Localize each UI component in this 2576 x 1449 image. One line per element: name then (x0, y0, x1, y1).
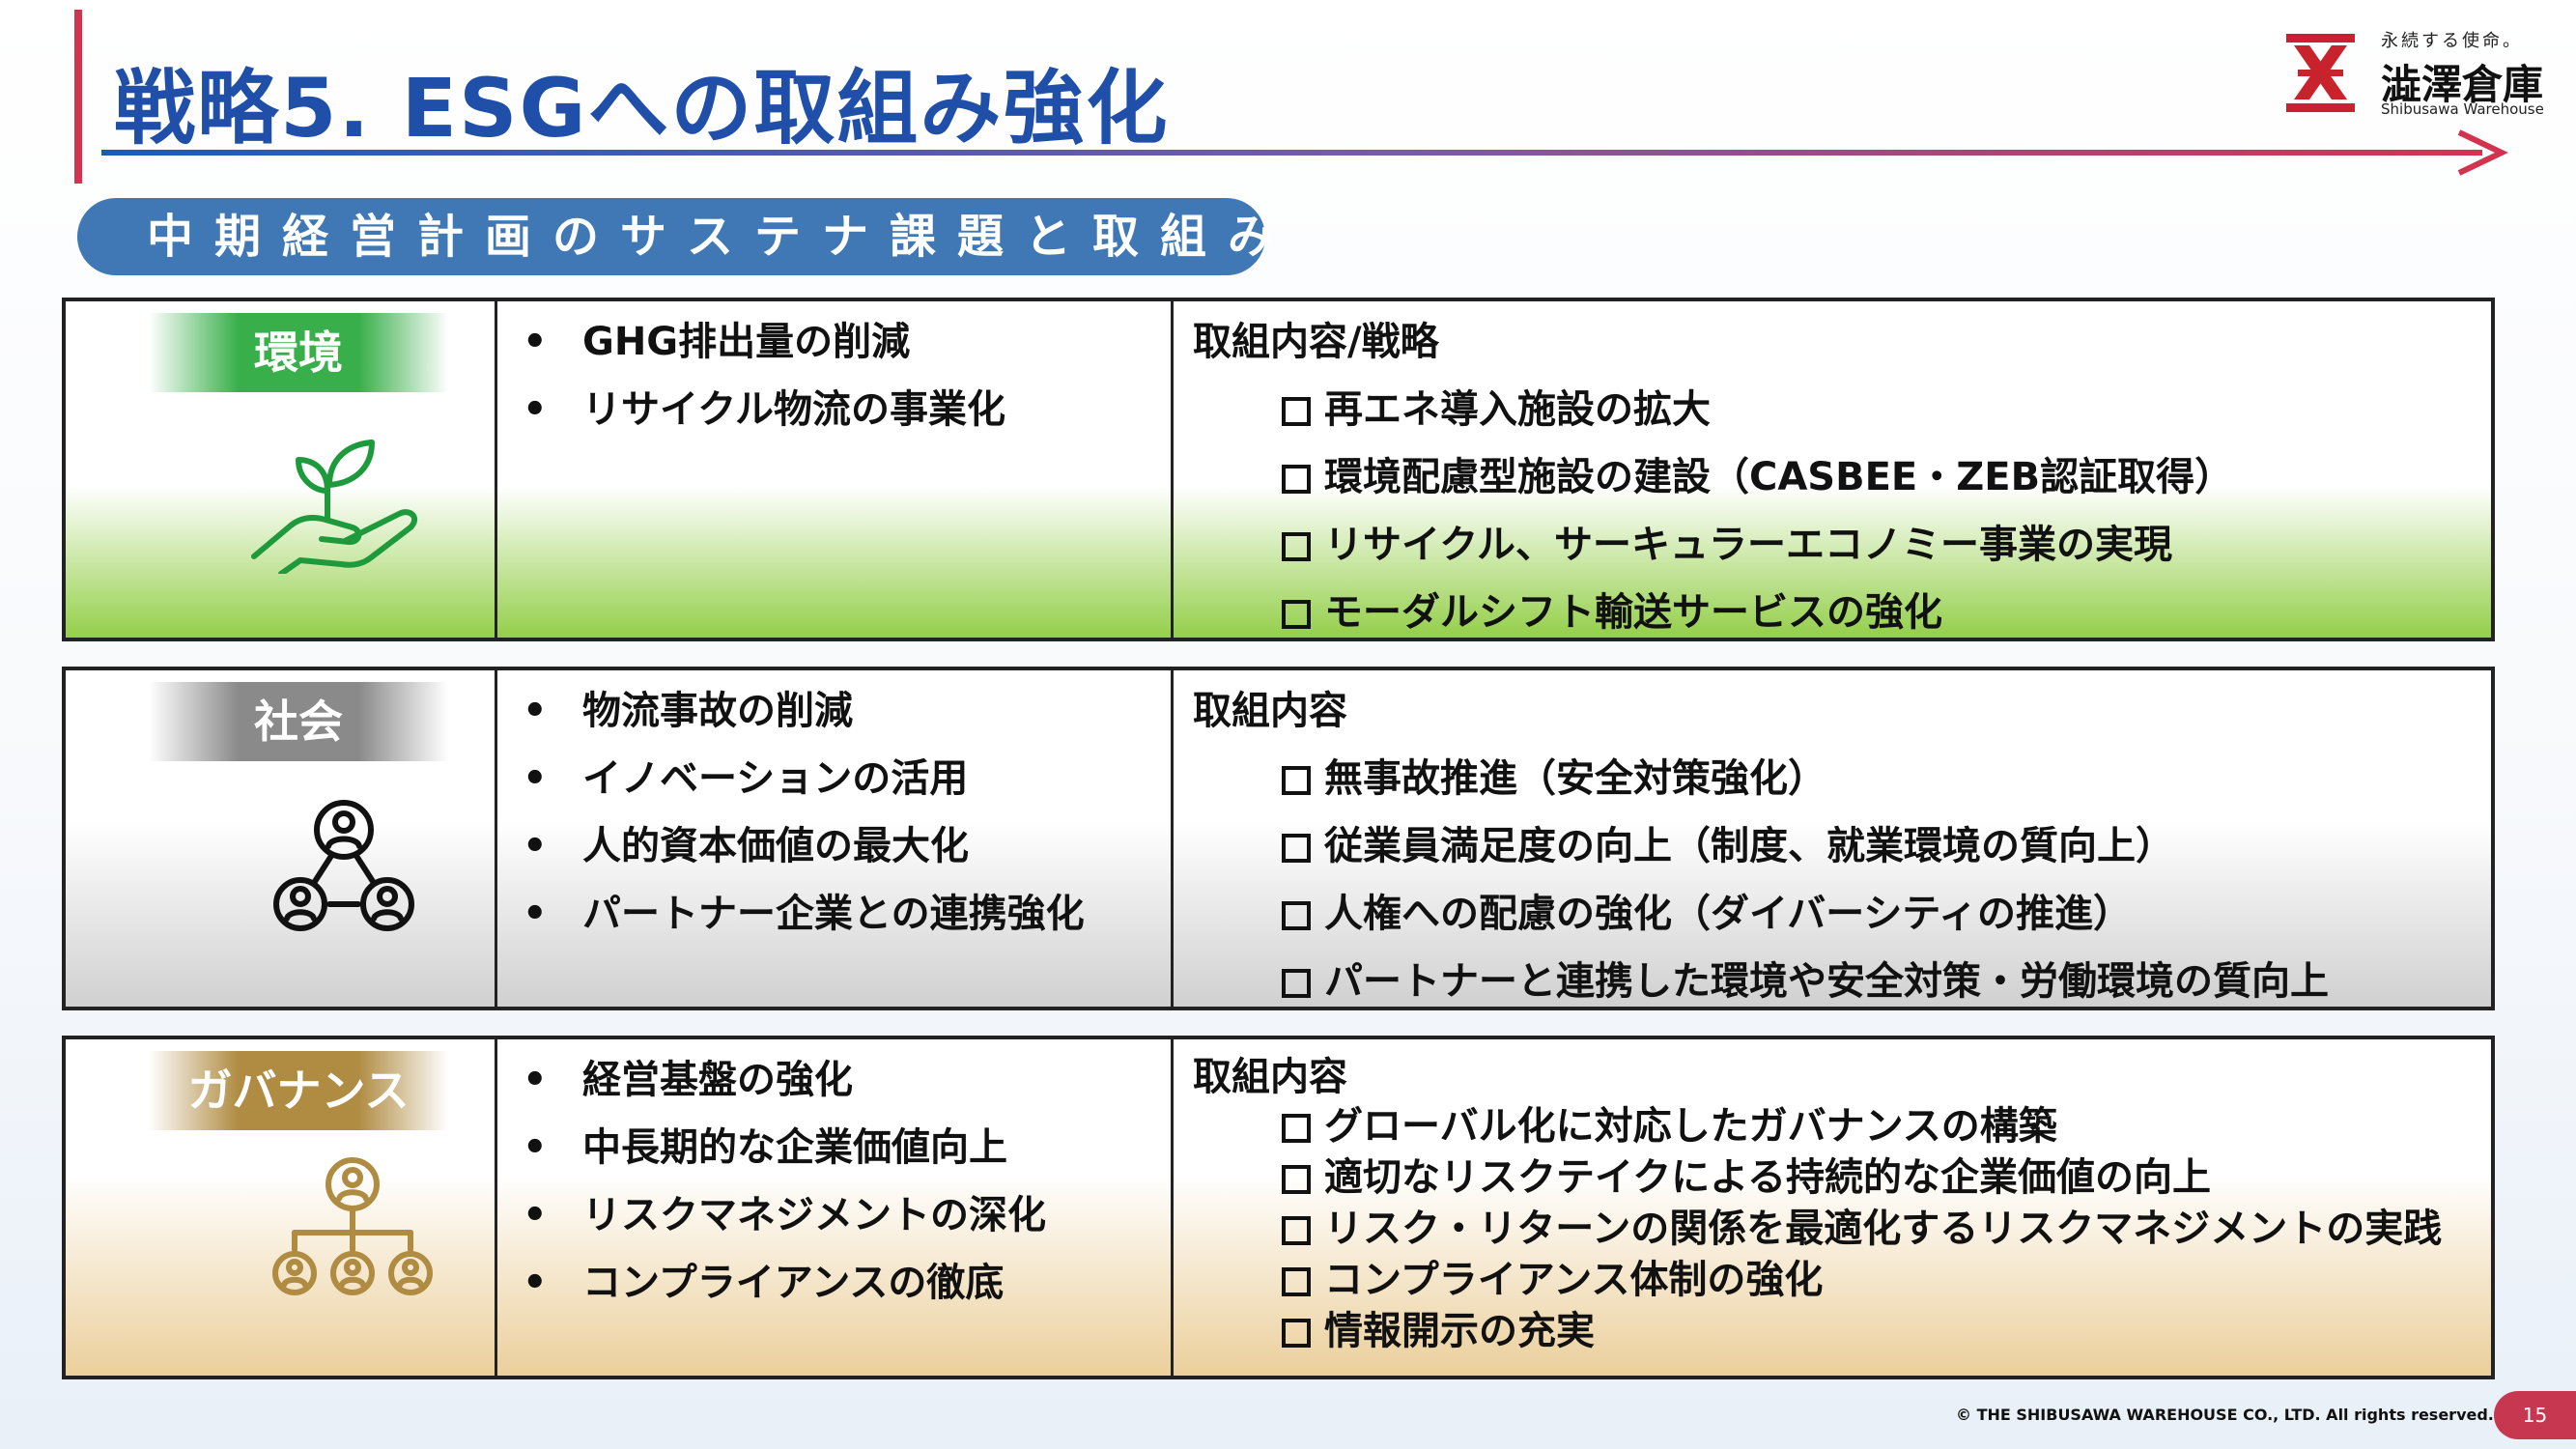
org-chart-icon (272, 1157, 433, 1295)
actions-list: グローバル化に対応したガバナンスの構築 適切なリスクテイクによる持続的な企業価値… (1193, 1101, 2491, 1357)
category-label: ガバナンス (149, 1051, 448, 1130)
category-cell: ガバナンス (66, 1039, 497, 1376)
action-item: パートナーと連携した環境や安全対策・労働環境の質向上 (1193, 954, 2491, 1022)
action-item: 無事故推進（安全対策強化） (1193, 752, 2491, 819)
category-label: 環境 (149, 313, 448, 392)
actions-heading: 取組内容 (1193, 1055, 1347, 1099)
page-number-badge: 15 (2494, 1391, 2576, 1439)
category-cell: 社会 (66, 670, 497, 1007)
title-accent-bar (74, 10, 82, 184)
logo-english-name: Shibusawa Warehouse (2381, 100, 2544, 118)
action-item: リサイクル、サーキュラーエコノミー事業の実現 (1193, 518, 2491, 585)
actions-list: 無事故推進（安全対策強化） 従業員満足度の向上（制度、就業環境の質向上） 人権へ… (1193, 752, 2491, 1022)
issue-item: 中長期的な企業価値向上 (515, 1121, 1171, 1188)
logo-name: 澁澤倉庫 (2381, 61, 2544, 108)
issue-item: 経営基盤の強化 (515, 1053, 1171, 1121)
action-item: 適切なリスクテイクによる持続的な企業価値の向上 (1193, 1152, 2491, 1204)
esg-row-environment: 環境 GHG排出量の削減 リサイクル物流の事業化 取組内容/戦略 再エネ導入施設… (62, 298, 2495, 641)
issues-list: 経営基盤の強化 中長期的な企業価値向上 リスクマネジメントの深化 コンプライアン… (515, 1053, 1171, 1323)
logo-tagline: 永続する使命。 (2381, 31, 2523, 51)
hand-sprout-icon (251, 440, 418, 574)
action-item: 人権への配慮の強化（ダイバーシティの推進） (1193, 887, 2491, 954)
issues-cell: 経営基盤の強化 中長期的な企業価値向上 リスクマネジメントの深化 コンプライアン… (497, 1039, 1174, 1376)
esg-row-governance: ガバナンス (62, 1036, 2495, 1379)
action-item: モーダルシフト輸送サービスの強化 (1193, 585, 2491, 653)
action-item: 再エネ導入施設の拡大 (1193, 383, 2491, 450)
issue-item: イノベーションの活用 (515, 752, 1171, 819)
logo-mark-icon (2286, 34, 2355, 112)
copyright-footer: © THE SHIBUSAWA WAREHOUSE CO., LTD. All … (1956, 1406, 2494, 1424)
issue-item: リサイクル物流の事業化 (515, 383, 1171, 450)
category-cell: 環境 (66, 301, 497, 638)
issue-item: 人的資本価値の最大化 (515, 819, 1171, 887)
actions-cell: 取組内容 グローバル化に対応したガバナンスの構築 適切なリスクテイクによる持続的… (1174, 1039, 2491, 1376)
action-item: グローバル化に対応したガバナンスの構築 (1193, 1101, 2491, 1152)
category-label: 社会 (149, 682, 448, 761)
actions-list: 再エネ導入施設の拡大 環境配慮型施設の建設（CASBEE・ZEB認証取得） リサ… (1193, 383, 2491, 653)
issues-list: 物流事故の削減 イノベーションの活用 人的資本価値の最大化 パートナー企業との連… (515, 684, 1171, 954)
issues-list: GHG排出量の削減 リサイクル物流の事業化 (515, 315, 1171, 450)
section-title: 中期経営計画のサステナ課題と取組み (77, 198, 1274, 275)
arrow-right-icon (2457, 129, 2508, 176)
page-title: 戦略5. ESGへの取組み強化 (114, 61, 1170, 156)
actions-heading: 取組内容/戦略 (1193, 320, 1439, 364)
issue-item: GHG排出量の削減 (515, 315, 1171, 383)
actions-cell: 取組内容/戦略 再エネ導入施設の拡大 環境配慮型施設の建設（CASBEE・ZEB… (1174, 301, 2491, 638)
action-item: 従業員満足度の向上（制度、就業環境の質向上） (1193, 819, 2491, 887)
company-logo: 永続する使命。 澁澤倉庫 Shibusawa Warehouse (2284, 27, 2544, 119)
title-underline (101, 150, 2482, 156)
issues-cell: GHG排出量の削減 リサイクル物流の事業化 (497, 301, 1174, 638)
people-network-icon (273, 800, 414, 931)
issue-item: リスクマネジメントの深化 (515, 1188, 1171, 1256)
issue-item: 物流事故の削減 (515, 684, 1171, 752)
action-item: リスク・リターンの関係を最適化するリスクマネジメントの実践 (1193, 1204, 2491, 1255)
issue-item: パートナー企業との連携強化 (515, 887, 1171, 954)
actions-cell: 取組内容 無事故推進（安全対策強化） 従業員満足度の向上（制度、就業環境の質向上… (1174, 670, 2491, 1007)
actions-heading: 取組内容 (1193, 689, 1347, 733)
action-item: 情報開示の充実 (1193, 1306, 2491, 1357)
esg-row-social: 社会 物流事故の削減 イノベーションの活用 人的資本価値の最大化 (62, 667, 2495, 1010)
action-item: コンプライアンス体制の強化 (1193, 1255, 2491, 1306)
action-item: 環境配慮型施設の建設（CASBEE・ZEB認証取得） (1193, 450, 2491, 518)
issues-cell: 物流事故の削減 イノベーションの活用 人的資本価値の最大化 パートナー企業との連… (497, 670, 1174, 1007)
issue-item: コンプライアンスの徹底 (515, 1256, 1171, 1323)
